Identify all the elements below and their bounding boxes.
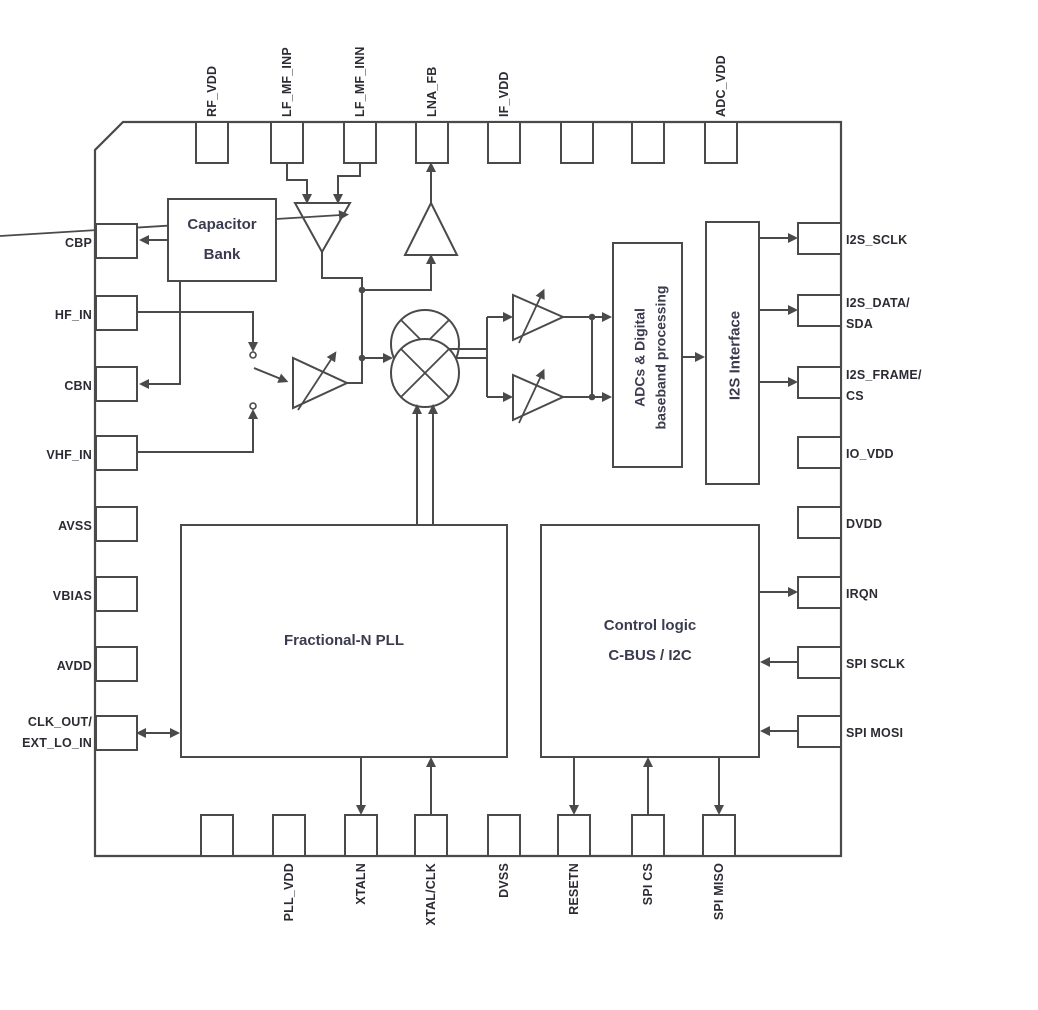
pin-right-io-vdd — [797, 436, 842, 469]
pin-label-vbias: VBIAS — [52, 589, 92, 603]
pin-bottom-resetn — [557, 814, 591, 857]
pin-label-lf-mf-inp: LF_MF_INP — [280, 47, 294, 117]
input-select-switch — [253, 367, 289, 383]
switch-terminal-hf — [249, 351, 257, 359]
bottom-pins — [200, 814, 736, 857]
adc-baseband-block: ADCs & Digital baseband processing — [612, 242, 683, 468]
pin-label-hf-in: HF_IN — [54, 308, 92, 322]
pin-left-clk-out-ext-lo-in — [95, 715, 138, 751]
top-pins — [195, 121, 738, 164]
pin-label-xtaln: XTALN — [354, 863, 368, 905]
pin-label-rf-vdd: RF_VDD — [205, 65, 219, 117]
hf-vhf-vga-triangle — [292, 356, 350, 410]
pin-right-i2s-sclk — [797, 222, 842, 255]
i2s-interface-block: I2S Interface — [705, 221, 760, 485]
pin-top-6-unlabeled — [560, 121, 594, 164]
pin-right-dvdd — [797, 506, 842, 539]
lna-triangle — [403, 200, 459, 256]
pin-label-io-vdd: IO_VDD — [846, 447, 894, 461]
pin-top-if-vdd — [487, 121, 521, 164]
pin-left-cbn — [95, 366, 138, 402]
capacitor-bank-label: Capacitor Bank — [187, 216, 257, 263]
pin-bottom-xtal-clk — [414, 814, 448, 857]
pin-top-lna-fb — [415, 121, 449, 164]
pin-label-irqn: IRQN — [846, 587, 879, 601]
pin-left-avss — [95, 506, 138, 542]
pin-label-i2s-sclk: I2S_SCLK — [846, 233, 908, 247]
lf-mf-vga-triangle — [293, 202, 352, 255]
pin-bottom-1-unlabeled — [200, 814, 234, 857]
junctions — [249, 286, 596, 410]
pin-top-rf-vdd — [195, 121, 229, 164]
left-pins — [95, 223, 138, 751]
pin-top-adc-vdd — [704, 121, 738, 164]
pin-left-vhf-in — [95, 435, 138, 471]
pin-right-i2s-data — [797, 294, 842, 327]
pin-label-spi-mosi: SPI MOSI — [846, 726, 904, 740]
wires — [136, 162, 798, 815]
i-path-vga-gain-arrow — [518, 288, 545, 344]
pin-label-xtal-clk: XTAL/CLK — [424, 863, 438, 926]
pin-label-spi-sclk: SPI SCLK — [846, 657, 906, 671]
q-path-vga-gain-arrow — [518, 368, 545, 424]
pin-bottom-xtaln — [344, 814, 378, 857]
pin-label-i2s-data-sda: I2S_DATA/ SDA — [846, 296, 910, 331]
pin-label-resetn: RESETN — [567, 863, 581, 915]
pin-label-vhf-in: VHF_IN — [46, 448, 92, 462]
pin-left-vbias — [95, 576, 138, 612]
pin-left-avdd — [95, 646, 138, 682]
control-logic-label: Control logic C-BUS / I2C — [603, 617, 697, 664]
pin-label-dvss: DVSS — [497, 863, 511, 898]
adc-baseband-label: ADCs & Digital baseband processing — [630, 285, 668, 429]
pin-top-7-unlabeled — [631, 121, 665, 164]
fractional-n-pll-block: Fractional-N PLL — [180, 524, 508, 758]
pin-label-pll-vdd: PLL_VDD — [282, 863, 296, 922]
control-logic-block: Control logic C-BUS / I2C — [540, 524, 760, 758]
pin-right-spi-mosi — [797, 715, 842, 748]
hf-vhf-vga-gain-arrow — [297, 351, 337, 411]
right-pins — [797, 222, 842, 748]
pin-label-if-vdd: IF_VDD — [497, 71, 511, 117]
pll-label: Fractional-N PLL — [283, 632, 404, 649]
pin-bottom-dvss — [487, 814, 521, 857]
pin-label-lf-mf-inn: LF_MF_INN — [353, 46, 367, 117]
capacitor-bank-block: Capacitor Bank — [167, 198, 277, 282]
pin-bottom-spi-miso — [702, 814, 736, 857]
pin-left-cbp — [95, 223, 138, 259]
pin-label-cbn: CBN — [64, 379, 92, 393]
i2s-interface-label: I2S Interface — [726, 310, 743, 400]
mixer-symbol — [390, 309, 460, 408]
pin-top-lf-mf-inn — [343, 121, 377, 164]
pin-label-lna-fb: LNA_FB — [425, 66, 439, 117]
pin-label-adc-vdd: ADC_VDD — [714, 55, 728, 117]
pin-label-cbp: CBP — [65, 236, 92, 250]
pin-bottom-pll-vdd — [272, 814, 306, 857]
pin-label-avss: AVSS — [58, 519, 92, 533]
pin-top-lf-mf-inp — [270, 121, 304, 164]
switch-terminal-vhf — [249, 402, 257, 410]
pin-label-spi-cs: SPI CS — [641, 863, 655, 906]
pin-bottom-spi-cs — [631, 814, 665, 857]
pin-label-i2s-frame-cs: I2S_FRAME/ CS — [846, 368, 922, 403]
pin-label-clk-out-ext-lo-in: CLK_OUT/ EXT_LO_IN — [22, 715, 92, 750]
pin-label-spi-miso: SPI MISO — [712, 863, 726, 921]
pin-right-spi-sclk — [797, 646, 842, 679]
pin-right-i2s-frame — [797, 366, 842, 399]
pin-right-irqn — [797, 576, 842, 609]
pin-label-dvdd: DVDD — [846, 517, 883, 531]
pin-label-avdd: AVDD — [56, 659, 92, 673]
pin-left-hf-in — [95, 295, 138, 331]
